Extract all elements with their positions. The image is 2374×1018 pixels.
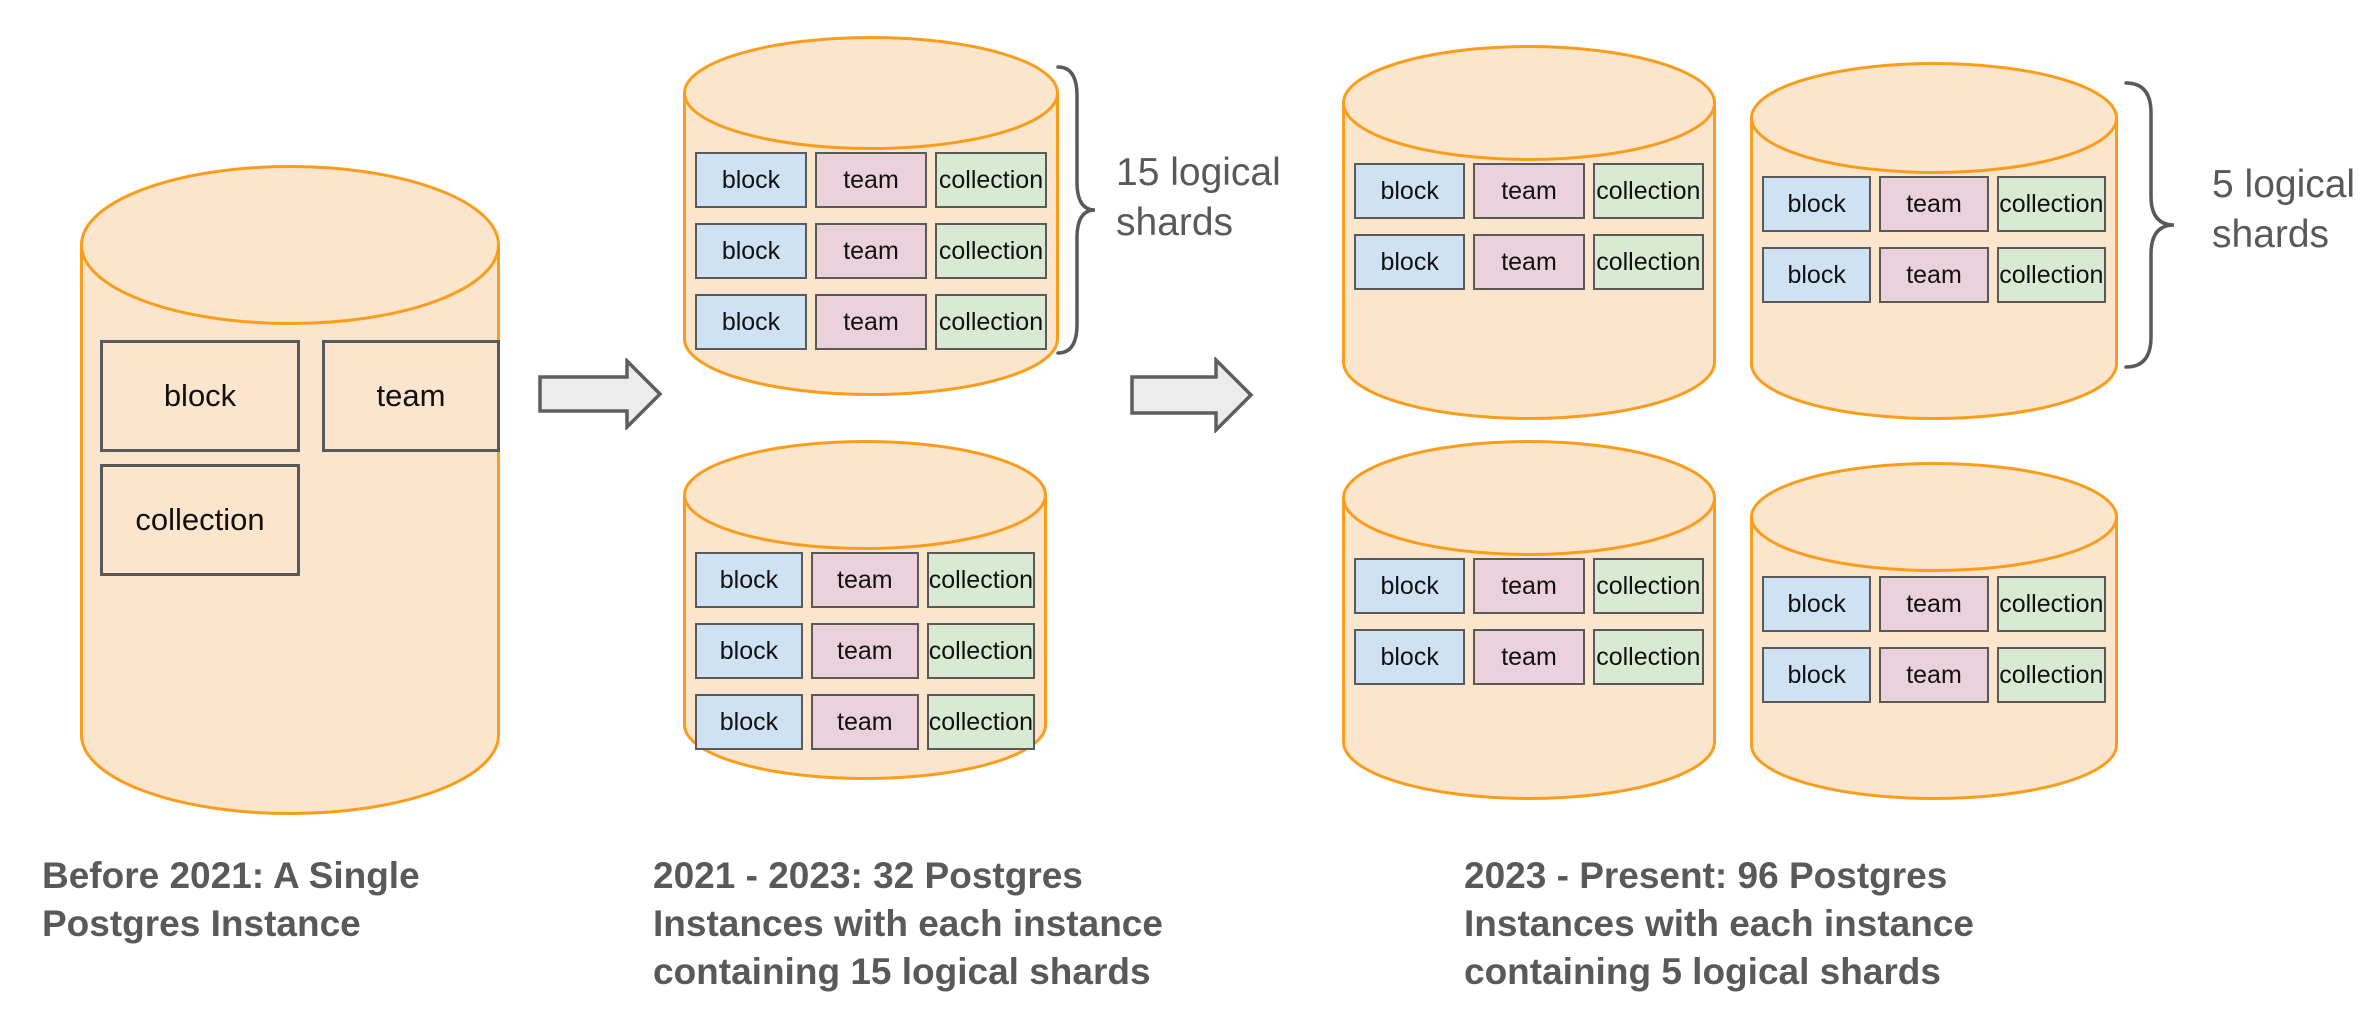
table-box-team: team [322, 340, 500, 452]
table-box-collection: collection [935, 152, 1047, 208]
table-box-block: block [100, 340, 300, 452]
table-box-block: block [695, 694, 803, 750]
table-box-collection: collection [100, 464, 300, 576]
logical-shard-row: block team collection [695, 294, 1047, 350]
logical-shard-row: block team collection [1354, 234, 1704, 290]
postgres-instance-cylinder-5shards-3: block team collection block team collect… [1342, 440, 1716, 800]
table-box-collection: collection [1592, 629, 1704, 685]
table-box-block: block [1762, 576, 1872, 632]
table-box-team: team [1473, 558, 1585, 614]
label-15-logical-shards: 15 logical shards [1116, 148, 1281, 248]
table-box-team: team [815, 223, 927, 279]
label-line: shards [2212, 212, 2330, 256]
postgres-instance-cylinder-15shards-top: block team collection block team collect… [683, 36, 1059, 396]
postgres-instance-cylinder-5shards-2: block team collection block team collect… [1750, 62, 2118, 420]
logical-shard-row: block team collection [695, 552, 1036, 608]
table-box-block: block [1354, 558, 1466, 614]
caption-before-2021: Before 2021: A Single Postgres Instance [42, 852, 420, 948]
caption-line: 2021 - 2023: 32 Postgres [653, 855, 1083, 896]
table-box-team: team [1879, 247, 1989, 303]
table-box-block: block [695, 294, 807, 350]
table-box-team: team [810, 623, 919, 679]
table-box-team: team [1473, 629, 1585, 685]
table-box-block: block [1762, 247, 1872, 303]
table-box-team: team [810, 552, 919, 608]
table-box-team: team [1879, 647, 1989, 703]
table-box-team: team [1473, 234, 1585, 290]
caption-2023-present: 2023 - Present: 96 Postgres Instances wi… [1464, 852, 1974, 996]
logical-shard-row: block team collection [695, 152, 1047, 208]
table-box-block: block [1354, 629, 1466, 685]
table-box-block: block [695, 552, 803, 608]
table-box-collection: collection [1996, 247, 2106, 303]
logical-shard-row: block team collection [1762, 176, 2106, 232]
table-box-team: team [810, 694, 919, 750]
logical-shard-row: block team collection [1354, 163, 1704, 219]
caption-line: containing 15 logical shards [653, 951, 1151, 993]
caption-line: Postgres Instance [42, 903, 361, 945]
table-box-block: block [1762, 176, 1872, 232]
table-box-block: block [695, 623, 803, 679]
caption-line: Instances with each instance [1464, 903, 1974, 945]
table-box-collection: collection [926, 694, 1036, 750]
logical-shard-row: block team collection [1762, 576, 2106, 632]
table-box-collection: collection [1592, 234, 1704, 290]
brace-icon-5-shards [2124, 81, 2175, 369]
table-box-collection: collection [935, 294, 1047, 350]
logical-shard-row: block team collection [695, 694, 1036, 750]
table-box-collection: collection [935, 223, 1047, 279]
caption-line: Before 2021: A Single [42, 855, 420, 896]
table-box-collection: collection [1592, 163, 1704, 219]
table-box-team: team [815, 152, 927, 208]
table-box-collection: collection [926, 623, 1036, 679]
logical-shard-row: block team collection [1762, 647, 2106, 703]
label-line: 15 logical [1116, 151, 1281, 194]
logical-shard-row: block team collection [1762, 247, 2106, 303]
transition-arrow-icon [1130, 357, 1254, 433]
brace-icon-15-shards [1056, 65, 1096, 355]
table-box-team: team [1879, 176, 1989, 232]
caption-line: Instances with each instance [653, 903, 1163, 945]
table-box-block: block [1354, 163, 1466, 219]
postgres-instance-cylinder-15shards-bottom: block team collection block team collect… [683, 440, 1047, 780]
table-box-collection: collection [1592, 558, 1704, 614]
postgres-instance-cylinder-single: block team collection [80, 165, 500, 815]
table-box-block: block [1354, 234, 1466, 290]
logical-shard-row: block team collection [695, 223, 1047, 279]
label-line: 5 logical [2212, 163, 2356, 206]
table-box-team: team [1473, 163, 1585, 219]
table-box-block: block [695, 152, 807, 208]
logical-shard-row: block team collection [695, 623, 1036, 679]
logical-shard-row: block team collection [1354, 558, 1704, 614]
table-box-collection: collection [1996, 176, 2106, 232]
table-box-block: block [695, 223, 807, 279]
logical-shard-row: block team collection [1354, 629, 1704, 685]
table-box-team: team [1879, 576, 1989, 632]
table-box-collection: collection [1996, 576, 2106, 632]
table-box-block: block [1762, 647, 1872, 703]
transition-arrow-icon [538, 358, 663, 430]
caption-line: 2023 - Present: 96 Postgres [1464, 855, 1948, 896]
table-box-collection: collection [926, 552, 1036, 608]
table-box-collection: collection [1996, 647, 2106, 703]
postgres-instance-cylinder-5shards-1: block team collection block team collect… [1342, 45, 1716, 420]
label-5-logical-shards: 5 logical shards [2212, 160, 2355, 260]
caption-2021-2023: 2021 - 2023: 32 Postgres Instances with … [653, 852, 1163, 996]
postgres-instance-cylinder-5shards-4: block team collection block team collect… [1750, 462, 2118, 800]
caption-line: containing 5 logical shards [1464, 951, 1941, 993]
table-box-team: team [815, 294, 927, 350]
label-line: shards [1116, 200, 1234, 244]
